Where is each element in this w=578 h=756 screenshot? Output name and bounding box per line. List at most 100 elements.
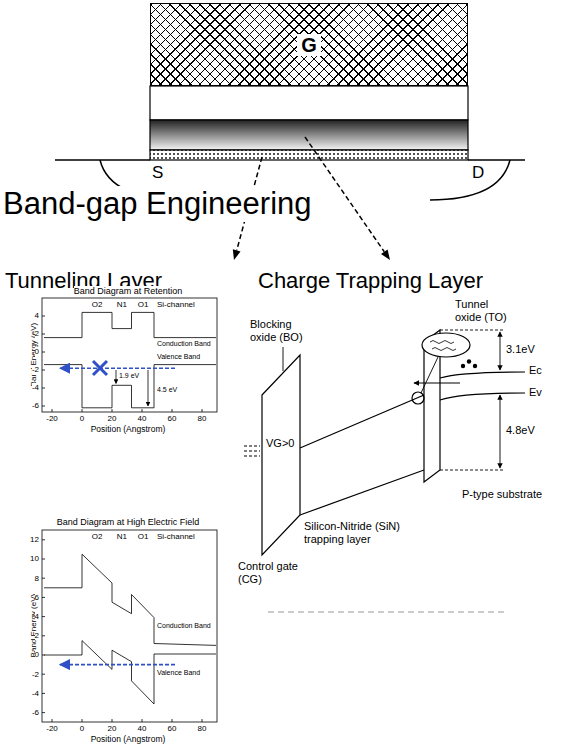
valence-band-line <box>44 641 216 704</box>
trap-circle <box>412 392 424 404</box>
terminal-label: D <box>472 163 484 183</box>
terminal-label: S <box>152 163 163 183</box>
layer-label: O1 <box>138 300 149 309</box>
plot-frame <box>42 530 217 722</box>
tick-label: -4 <box>32 689 39 698</box>
tick-label: -2 <box>32 670 39 679</box>
layer-label: N1 <box>117 300 127 309</box>
trapping-layer <box>150 120 468 150</box>
energy-label: 3.1eV <box>506 343 535 356</box>
band-plot-high-field <box>42 530 217 722</box>
tick-label: 2 <box>35 631 39 640</box>
substrate-ev <box>440 393 525 400</box>
blocking-oxide <box>262 355 300 555</box>
arrow-head <box>381 250 390 261</box>
tick-label: 10 <box>30 554 39 563</box>
tick-label: 40 <box>138 414 147 423</box>
hole-tunneling-arrow <box>60 367 175 369</box>
tick-label: 12 <box>30 535 39 544</box>
tick-label: -20 <box>46 414 58 423</box>
arrow-head <box>233 249 241 260</box>
gate-level <box>244 446 260 456</box>
band-label: Conduction Band <box>157 622 211 630</box>
axis-title: Band Energy (eV) <box>29 594 38 658</box>
conduction-band-line <box>44 554 216 645</box>
tick-label: -4 <box>32 383 39 392</box>
axis-title: Position (Angstrom) <box>91 735 166 745</box>
plot-title: Band Diagram at Retention <box>74 286 183 296</box>
band-label: Conduction Band <box>157 340 211 348</box>
layer-label: N1 <box>117 532 127 541</box>
tick-label: 40 <box>138 724 147 733</box>
substrate-surface <box>55 159 525 161</box>
tick-label: 4 <box>35 612 39 621</box>
tick-label: 80 <box>198 724 207 733</box>
layer-label: P-type substrate <box>462 488 542 501</box>
plot-title: Band Diagram at High Electric Field <box>57 517 200 527</box>
trap-callout <box>422 333 470 357</box>
barrier-arrow <box>116 370 117 384</box>
band-label: Ec <box>529 364 542 377</box>
layer-label: Blocking oxide (BO) <box>250 318 312 343</box>
callout-line <box>421 357 438 393</box>
trap-states <box>430 341 456 351</box>
tick-label: 60 <box>168 414 177 423</box>
layer-label: Si-channel <box>157 300 195 309</box>
plot-frame <box>42 298 217 412</box>
hole-tunneling-arrow <box>60 664 175 666</box>
leader-line <box>283 347 284 371</box>
valence-band-line <box>44 365 216 408</box>
barrier-arrow <box>148 370 149 406</box>
tick-label: -2 <box>32 365 39 374</box>
tick-label: -20 <box>46 724 58 733</box>
layer-label: Silicon-Nitride (SiN) trapping layer <box>304 520 422 545</box>
gate-box: G <box>150 3 468 86</box>
tick-label: 2 <box>35 329 39 338</box>
nitride-conduction-band <box>300 395 424 448</box>
tick-label: -6 <box>32 708 39 717</box>
tick-label: 0 <box>35 650 39 659</box>
axis-title: Position (Angstrom) <box>91 425 166 435</box>
dashed-arrow <box>305 137 384 252</box>
axis-ticks <box>42 540 202 722</box>
blocked-mark <box>93 361 107 375</box>
heading: Band-gap Engineering <box>3 186 312 222</box>
voltage-label: VG>0 <box>266 437 294 450</box>
barrier-arrow <box>500 395 501 468</box>
tick-label: 0 <box>80 414 84 423</box>
tick-label: -6 <box>32 401 39 410</box>
blocking-layer <box>150 86 468 120</box>
drain-junction <box>430 160 510 200</box>
layer-label: Si-channel <box>157 532 195 541</box>
energy-label: 4.5 eV <box>157 386 177 394</box>
baseline <box>268 611 508 612</box>
band-label: Valence Band <box>157 353 200 361</box>
layer-label: O2 <box>92 532 103 541</box>
tick-label: 0 <box>35 347 39 356</box>
gate-label: G <box>297 34 321 56</box>
band-label: Ev <box>529 386 542 399</box>
band-label: Valence Band <box>157 669 200 677</box>
energy-label: 1.9 eV <box>119 372 139 380</box>
axis-ticks <box>42 316 202 412</box>
tick-label: 8 <box>35 574 39 583</box>
barrier-arrow <box>500 332 501 370</box>
tick-label: 60 <box>168 724 177 733</box>
tick-label: 20 <box>108 724 117 733</box>
layer-label: O2 <box>92 300 103 309</box>
tick-label: 6 <box>35 593 39 602</box>
injection-arrow <box>414 383 460 384</box>
conduction-band-line <box>44 312 216 337</box>
layer-label: Tunnel oxide (TO) <box>455 298 517 323</box>
tick-label: 4 <box>35 311 39 320</box>
gate-stack <box>150 86 468 160</box>
tick-label: 20 <box>108 414 117 423</box>
layer-label: Control gate (CG) <box>238 560 310 585</box>
heading: Charge Trapping Layer <box>258 268 483 293</box>
tick-label: 80 <box>198 414 207 423</box>
tick-label: 0 <box>80 724 84 733</box>
electrons <box>461 359 477 368</box>
nitride-valence-band <box>300 470 424 515</box>
